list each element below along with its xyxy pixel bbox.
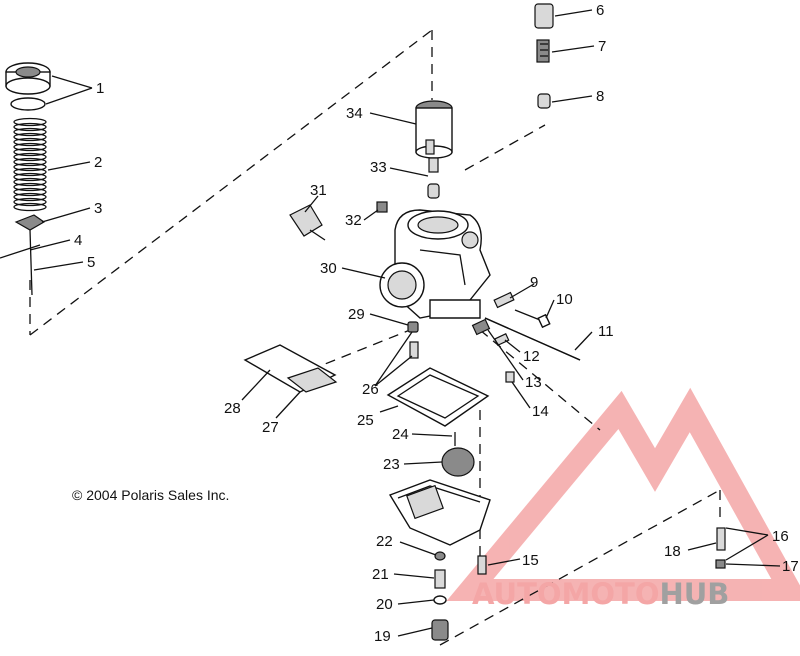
- spring-coil: [13, 117, 47, 127]
- spring-coil: [13, 127, 47, 137]
- callout-30: 30: [320, 260, 337, 277]
- part-right-screws: [715, 527, 726, 569]
- part-sensor: [289, 201, 388, 241]
- spring-coil: [13, 147, 47, 157]
- callout-9: 9: [530, 274, 538, 291]
- callout-20: 20: [376, 596, 393, 613]
- part-spring: [13, 117, 47, 212]
- callout-8: 8: [596, 88, 604, 105]
- callout-32: 32: [345, 212, 362, 229]
- callout-16: 16: [772, 528, 789, 545]
- callout-10: 10: [556, 291, 573, 308]
- callout-5: 5: [87, 254, 95, 271]
- watermark-text-primary: AUTOMOTO: [472, 577, 659, 611]
- callout-29: 29: [348, 306, 365, 323]
- leader-lines: [29, 9, 781, 637]
- callout-12: 12: [523, 348, 540, 365]
- part-idle-screw: [471, 291, 581, 383]
- part-pilot-jets: [407, 321, 419, 359]
- callout-23: 23: [383, 456, 400, 473]
- part-throttle-slide: [415, 100, 453, 159]
- watermark-text-secondary: HUB: [659, 577, 729, 611]
- callout-11: 11: [598, 323, 614, 340]
- callout-labels: 1 2 3 4 5 6 7 8 9 10 11 12 13 14 15 16 1…: [74, 2, 799, 645]
- part-spring-seat: [14, 214, 46, 231]
- spring-coil: [13, 137, 47, 147]
- watermark-text: AUTOMOTOHUB: [472, 577, 729, 611]
- callout-17: 17: [782, 558, 799, 575]
- part-carburetor-body: [379, 209, 491, 319]
- spring-coil: [13, 122, 47, 132]
- part-adjuster-assembly: [534, 3, 554, 109]
- callout-27: 27: [262, 419, 279, 436]
- callout-13: 13: [525, 374, 542, 391]
- callout-26: 26: [362, 381, 379, 398]
- spring-coil: [13, 197, 47, 207]
- callout-33: 33: [370, 159, 387, 176]
- callout-7: 7: [598, 38, 606, 55]
- part-bowl-gasket: [386, 367, 490, 427]
- callout-2: 2: [94, 154, 102, 171]
- callout-6: 6: [596, 2, 604, 19]
- spring-coil: [13, 142, 47, 152]
- callout-22: 22: [376, 533, 393, 550]
- callout-18: 18: [664, 543, 681, 560]
- part-cap: [5, 62, 51, 111]
- phantom-lines: [29, 29, 721, 646]
- callout-21: 21: [372, 566, 389, 583]
- spring-coil: [13, 157, 47, 167]
- spring-coil: [13, 177, 47, 187]
- part-drain-assembly: [431, 551, 449, 641]
- spring-coil: [13, 192, 47, 202]
- spring-coil: [13, 162, 47, 172]
- callout-1: 1: [96, 80, 104, 97]
- part-float-bowl: [388, 479, 491, 546]
- callout-15: 15: [522, 552, 539, 569]
- callout-19: 19: [374, 628, 391, 645]
- spring-coil: [13, 172, 47, 182]
- callout-3: 3: [94, 200, 102, 217]
- callout-4: 4: [74, 232, 82, 249]
- spring-coil: [13, 167, 47, 177]
- callout-34: 34: [346, 105, 363, 122]
- spring-coil: [13, 187, 47, 197]
- watermark-logo: [446, 387, 800, 601]
- callout-25: 25: [357, 412, 374, 429]
- spring-coil: [13, 182, 47, 192]
- part-plate-gasket: [243, 344, 338, 393]
- spring-coil: [13, 132, 47, 142]
- part-bowl-screw: [477, 555, 487, 575]
- spring-coil: [13, 202, 47, 212]
- part-jet-needle: [427, 157, 440, 199]
- callout-24: 24: [392, 426, 409, 443]
- callout-14: 14: [532, 403, 549, 420]
- part-clip-needle: [0, 229, 41, 296]
- callout-31: 31: [310, 182, 327, 199]
- callout-28: 28: [224, 400, 241, 417]
- spring-coil: [13, 152, 47, 162]
- part-float: [441, 432, 475, 477]
- copyright-notice: © 2004 Polaris Sales Inc.: [72, 487, 229, 503]
